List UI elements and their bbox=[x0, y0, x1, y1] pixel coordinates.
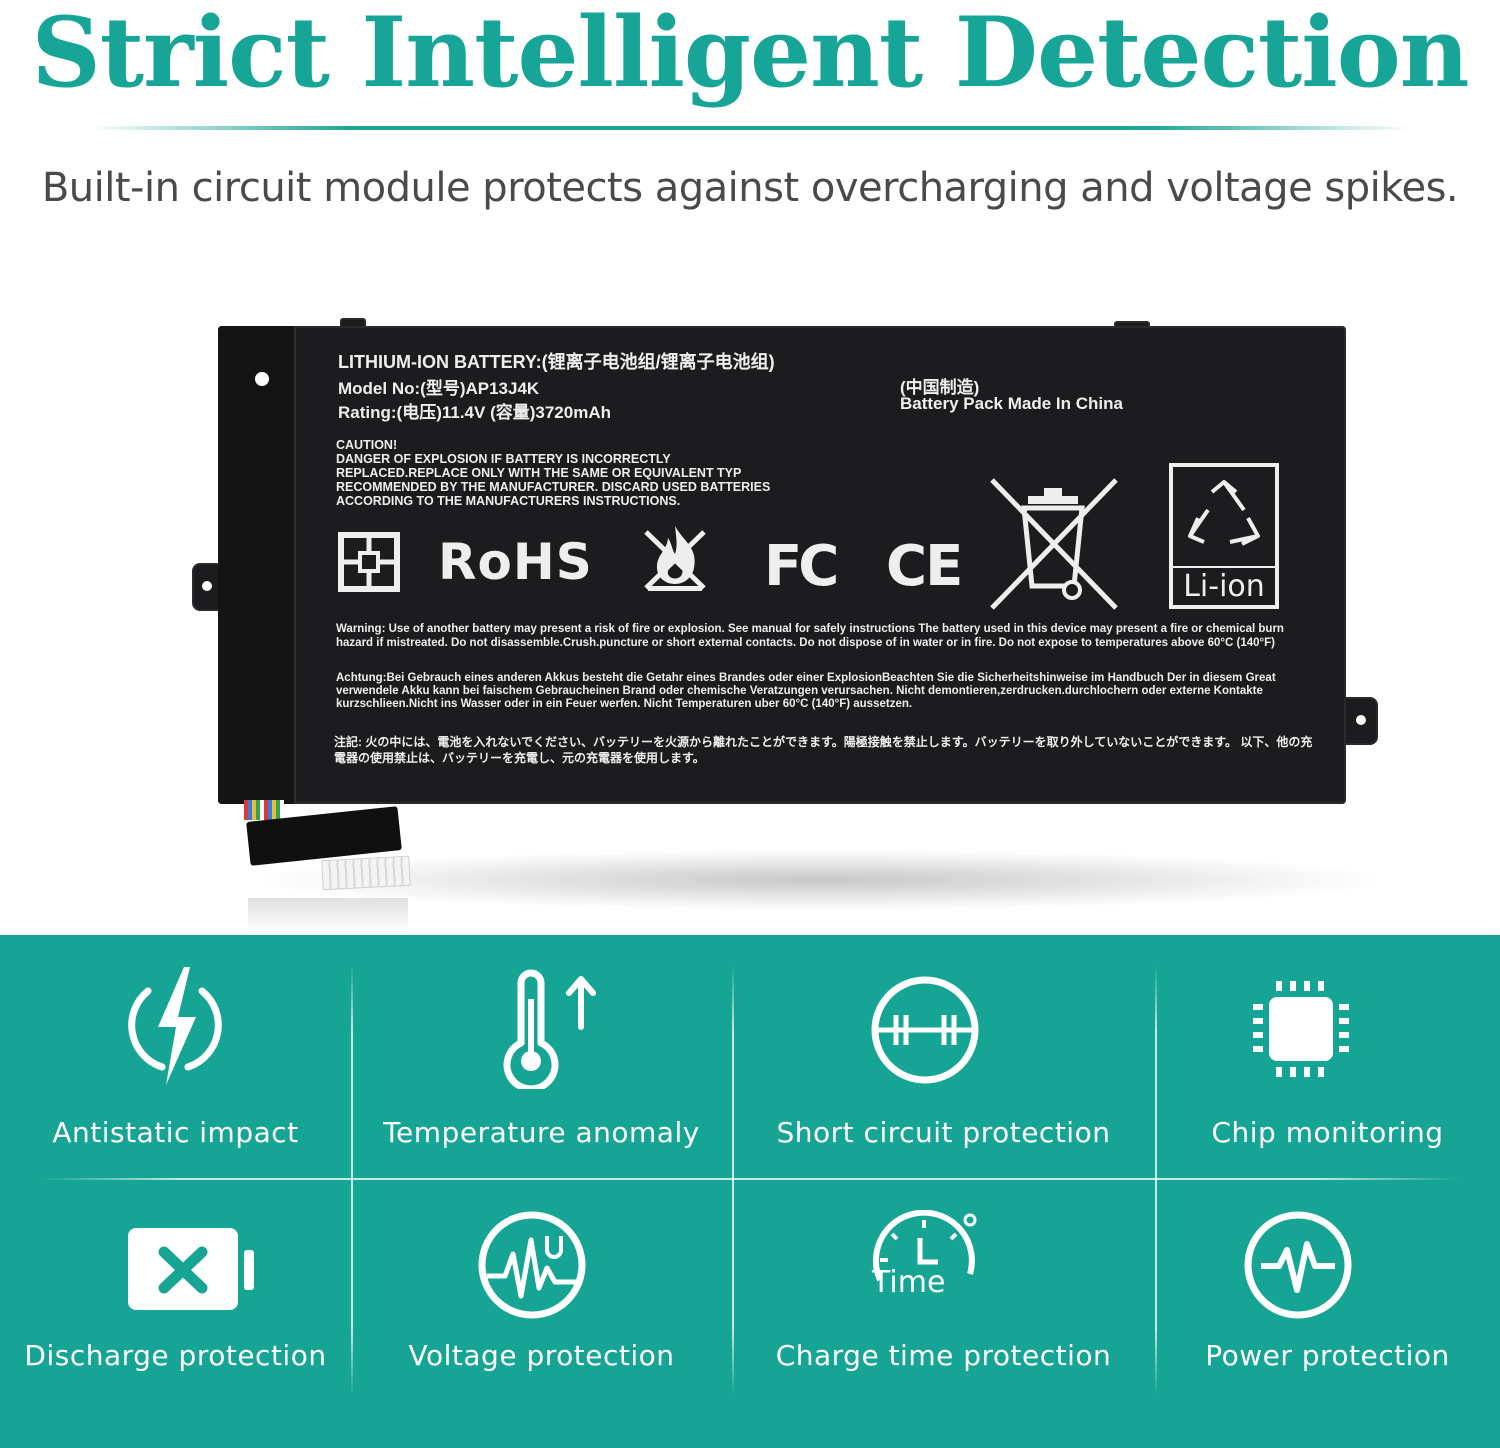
feature-chip-monitoring: Chip monitoring bbox=[1155, 935, 1500, 1178]
battery-warning-de: Achtung:Bei Gebrauch eines anderen Akkus… bbox=[336, 672, 1276, 710]
mounting-hole bbox=[202, 581, 212, 591]
feature-power: Power protection bbox=[1155, 1180, 1500, 1448]
voltage-wave-icon bbox=[478, 1211, 586, 1319]
fcc-mark: FC bbox=[764, 534, 839, 599]
column-divider bbox=[351, 965, 353, 1395]
battery-side-module bbox=[218, 326, 296, 804]
battery-tab-right bbox=[1344, 697, 1378, 745]
battery-warning-en: Warning: Use of another battery may pres… bbox=[336, 623, 1284, 649]
battery-origin-cn: (中国制造) bbox=[900, 378, 980, 397]
feature-voltage: Voltage protection bbox=[351, 1180, 732, 1448]
feature-label: Antistatic impact bbox=[52, 1116, 299, 1149]
battery-shadow bbox=[260, 850, 1380, 910]
pulse-icon bbox=[1244, 1211, 1352, 1319]
feature-discharge: Discharge protection bbox=[0, 1180, 351, 1448]
recycle-liion-icon bbox=[1169, 463, 1279, 609]
battery-caution-text: CAUTION! DANGER OF EXPLOSION IF BATTERY … bbox=[336, 438, 771, 508]
timer-icon-text: Time bbox=[871, 1265, 945, 1300]
feature-label: Discharge protection bbox=[24, 1339, 327, 1372]
page-title: Strict Intelligent Detection bbox=[31, 0, 1469, 109]
ccc-cert-icon bbox=[338, 532, 400, 592]
timer-icon: Time bbox=[871, 1210, 977, 1300]
battery-pack bbox=[218, 326, 1346, 804]
battery-origin-en: Battery Pack Made In China bbox=[900, 394, 1123, 413]
feature-charge-time: Time Charge time protection bbox=[732, 1180, 1155, 1448]
feature-label: Chip monitoring bbox=[1211, 1116, 1444, 1149]
battery-warning-jp: 注記: 火の中には、電池を入れないでください、バッテリーを火源から離れたことがで… bbox=[334, 735, 1313, 765]
column-divider bbox=[732, 965, 734, 1395]
feature-label: Temperature anomaly bbox=[383, 1116, 700, 1149]
page-subtitle: Built-in circuit module protects against… bbox=[41, 165, 1459, 211]
cable-reflection bbox=[248, 898, 408, 934]
chip-icon bbox=[1253, 981, 1349, 1077]
lightning-shield-icon bbox=[128, 967, 222, 1085]
thermometer-up-icon bbox=[503, 969, 596, 1089]
mounting-hole bbox=[1356, 715, 1366, 725]
feature-antistatic: Antistatic impact bbox=[0, 935, 351, 1178]
feature-label: Charge time protection bbox=[775, 1339, 1112, 1372]
feature-label: Voltage protection bbox=[408, 1339, 675, 1372]
liion-mark: Li-ion bbox=[1183, 569, 1265, 604]
title-divider bbox=[90, 126, 1410, 130]
ce-mark: CE bbox=[886, 534, 963, 599]
rohs-mark: RoHS bbox=[438, 533, 593, 591]
battery-rating-text: Rating:(电压)11.4V (容量)3720mAh bbox=[338, 403, 611, 422]
feature-short-circuit: Short circuit protection bbox=[732, 935, 1155, 1178]
mounting-hole bbox=[255, 372, 269, 386]
weee-bin-icon bbox=[990, 478, 1118, 610]
battery-x-icon bbox=[128, 1228, 254, 1310]
column-divider bbox=[1155, 965, 1157, 1395]
circuit-icon bbox=[871, 976, 979, 1084]
feature-label: Power protection bbox=[1205, 1339, 1450, 1372]
battery-model-text: Model No:(型号)AP13J4K bbox=[338, 379, 540, 398]
battery-type-text: LITHIUM-ION BATTERY:(锂离子电池组/锂离子电池组) bbox=[338, 352, 775, 372]
flammable-icon bbox=[644, 526, 706, 591]
feature-temperature: Temperature anomaly bbox=[351, 935, 732, 1178]
row-divider bbox=[40, 1178, 1460, 1180]
feature-panel: Antistatic impact Temperature anomaly Sh… bbox=[0, 935, 1500, 1448]
battery-cable-wires bbox=[244, 800, 284, 820]
battery-connector-plug bbox=[321, 855, 411, 891]
feature-label: Short circuit protection bbox=[776, 1116, 1111, 1149]
